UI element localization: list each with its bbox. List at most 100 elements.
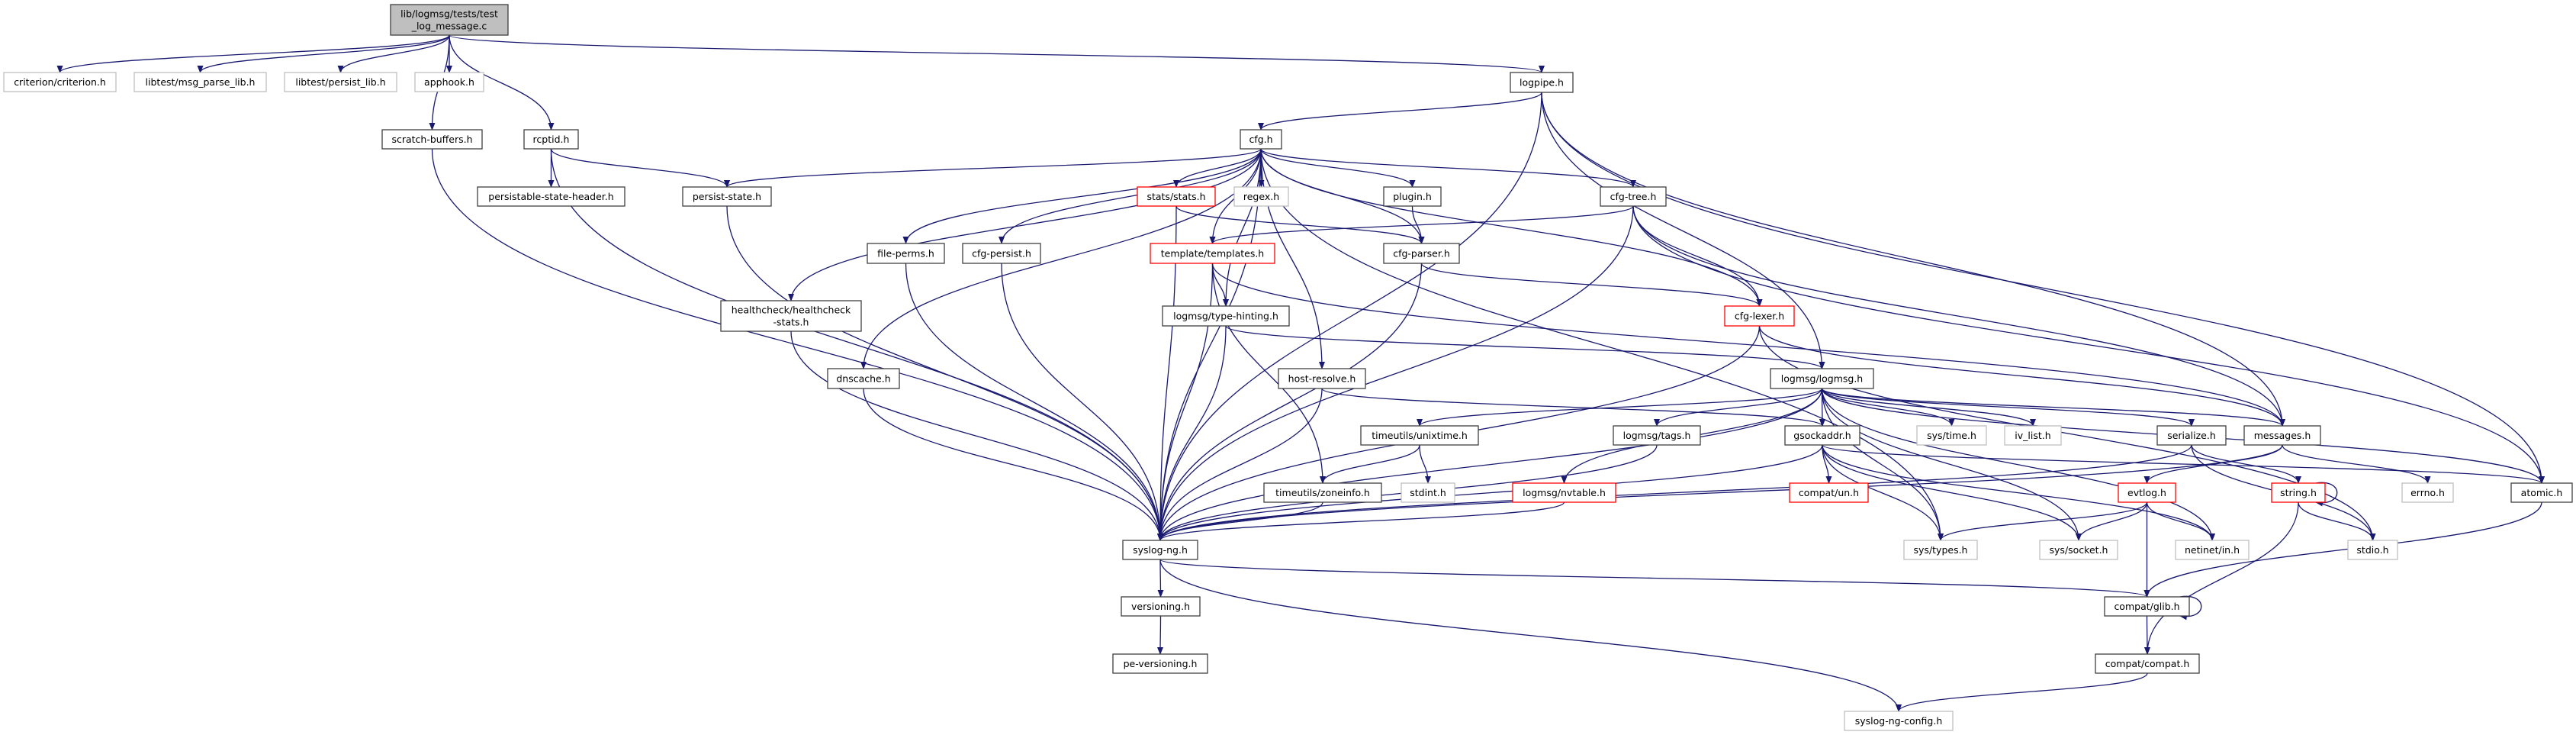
node-file_perms[interactable]: file-perms.h [867,243,945,264]
node-box [962,243,1041,264]
node-compat_compat[interactable]: compat/compat.h [2095,653,2200,674]
node-regex[interactable]: regex.h [1233,186,1289,207]
edge-versioning-to-pe_versioning [1157,615,1164,655]
node-label: compat/glib.h [2114,601,2179,612]
node-apphook[interactable]: apphook.h [414,72,484,92]
node-sys_types[interactable]: sys/types.h [1903,540,1978,560]
node-label: messages.h [2254,430,2311,441]
node-versioning[interactable]: versioning.h [1121,596,1201,617]
node-root[interactable]: lib/logmsg/tests/test_log_message.c [390,4,509,36]
node-logmsg[interactable]: logmsg/logmsg.h [1770,368,1874,389]
node-cfg_persist[interactable]: cfg-persist.h [962,243,1041,264]
edge-unixtime-to-stdint [1419,444,1431,484]
node-label: compat/un.h [1799,487,1859,498]
node-box [390,4,509,36]
edge-logpipe-to-atomic [1541,92,2545,484]
node-gsockaddr[interactable]: gsockaddr.h [1784,425,1860,446]
node-label: netinet/in.h [2185,544,2240,556]
node-msg_parse_lib[interactable]: libtest/msg_parse_lib.h [133,72,267,92]
node-netinet_in[interactable]: netinet/in.h [2175,540,2250,560]
node-templates[interactable]: template/templates.h [1150,243,1275,264]
node-compat_glib[interactable]: compat/glib.h [2104,596,2190,617]
node-box [1512,482,1616,503]
node-host_resolve[interactable]: host-resolve.h [1278,368,1366,389]
node-stdint[interactable]: stdint.h [1401,482,1455,503]
node-iv_list[interactable]: iv_list.h [2004,425,2062,446]
node-label: apphook.h [424,76,474,88]
node-label: plugin.h [1393,191,1432,202]
node-box [1137,186,1216,207]
node-sys_time[interactable]: sys/time.h [1916,425,1987,446]
node-cfg[interactable]: cfg.h [1240,129,1282,150]
node-sys_socket[interactable]: sys/socket.h [2039,540,2118,560]
node-box [720,300,862,332]
node-box [284,72,397,92]
node-label: evtlog.h [2127,487,2166,498]
node-compat_un[interactable]: compat/un.h [1789,482,1869,503]
edge-root-to-msg_parse_lib [197,34,450,73]
edge-logpipe-to-syslog_ng [1157,92,1542,541]
node-box [1770,368,1874,389]
node-logpipe[interactable]: logpipe.h [1510,72,1574,93]
node-dnscache[interactable]: dnscache.h [827,368,900,389]
node-box [2095,653,2200,674]
node-label: atomic.h [2521,487,2563,498]
node-tags[interactable]: logmsg/tags.h [1613,425,1701,446]
node-syslog_ng[interactable]: syslog-ng.h [1122,540,1198,560]
node-string[interactable]: string.h [2271,482,2326,503]
node-syslog_ng_config[interactable]: syslog-ng-config.h [1844,711,1954,731]
node-box [1784,425,1860,446]
node-pshdr[interactable]: persistable-state-header.h [477,186,626,207]
node-label: scratch-buffers.h [391,134,472,145]
edge-logmsg-to-sys_time [1821,388,1955,427]
node-cfg_parser[interactable]: cfg-parser.h [1383,243,1460,264]
node-evtlog[interactable]: evtlog.h [2118,482,2176,503]
edge-messages-to-errno [2282,444,2431,484]
node-cfg_lexer[interactable]: cfg-lexer.h [1724,305,1795,327]
edge-gsockaddr-to-syslog_ng [1157,444,1823,541]
node-nvtable[interactable]: logmsg/nvtable.h [1512,482,1616,503]
edge-cfg-to-syslog_ng [1157,148,1262,541]
node-box [3,72,117,92]
node-messages[interactable]: messages.h [2243,425,2321,446]
node-plugin[interactable]: plugin.h [1383,186,1442,207]
edge-compat_compat-to-syslog_ng_config [1896,672,2148,712]
edge-messages-to-evtlog [2143,444,2283,484]
node-unixtime[interactable]: timeutils/unixtime.h [1360,425,1479,446]
node-serialize[interactable]: serialize.h [2156,425,2227,446]
node-label: cfg-persist.h [972,248,1031,260]
node-errno[interactable]: errno.h [2401,482,2454,503]
edge-serialize-to-string [2191,444,2301,484]
edge-gsockaddr-to-netinet_in [1822,444,2215,541]
node-label: -stats.h [773,317,809,328]
node-box [1724,305,1795,327]
node-zoneinfo[interactable]: timeutils/zoneinfo.h [1263,482,1382,503]
node-label: _log_message.c [411,21,487,32]
node-healthcheck[interactable]: healthcheck/healthcheck-stats.h [720,300,862,332]
node-label: iv_list.h [2015,430,2050,441]
node-label: sys/types.h [1914,544,1968,556]
edge-cfg-to-plugin [1260,148,1416,188]
node-type_hinting[interactable]: logmsg/type-hinting.h [1162,305,1290,327]
edge-logmsg-to-sys_socket [1821,388,2082,541]
edge-cfg_tree-to-messages [1632,205,2285,427]
node-stats[interactable]: stats/stats.h [1137,186,1216,207]
edge-healthcheck-to-syslog_ng [790,330,1163,541]
node-label: lib/logmsg/tests/test [400,8,498,20]
edge-scratch-to-syslog_ng [431,148,1163,541]
node-persist_state[interactable]: persist-state.h [682,186,772,207]
node-label: logmsg/nvtable.h [1523,487,1606,498]
node-persist_lib[interactable]: libtest/persist_lib.h [284,72,397,92]
node-box [1844,711,1954,731]
edge-logmsg-to-serialize [1821,388,2195,427]
node-criterion[interactable]: criterion/criterion.h [3,72,117,92]
node-scratch[interactable]: scratch-buffers.h [381,129,483,150]
node-pe_versioning[interactable]: pe-versioning.h [1112,653,1208,674]
node-stdio[interactable]: stdio.h [2347,540,2398,560]
node-atomic[interactable]: atomic.h [2510,482,2573,503]
node-rcptid[interactable]: rcptid.h [523,129,579,150]
node-box [1233,186,1289,207]
nodes-layer: lib/logmsg/tests/test_log_message.ccrite… [3,4,2573,731]
edge-evtlog-to-sys_socket [2076,501,2148,541]
node-cfg_tree[interactable]: cfg-tree.h [1600,186,1667,207]
